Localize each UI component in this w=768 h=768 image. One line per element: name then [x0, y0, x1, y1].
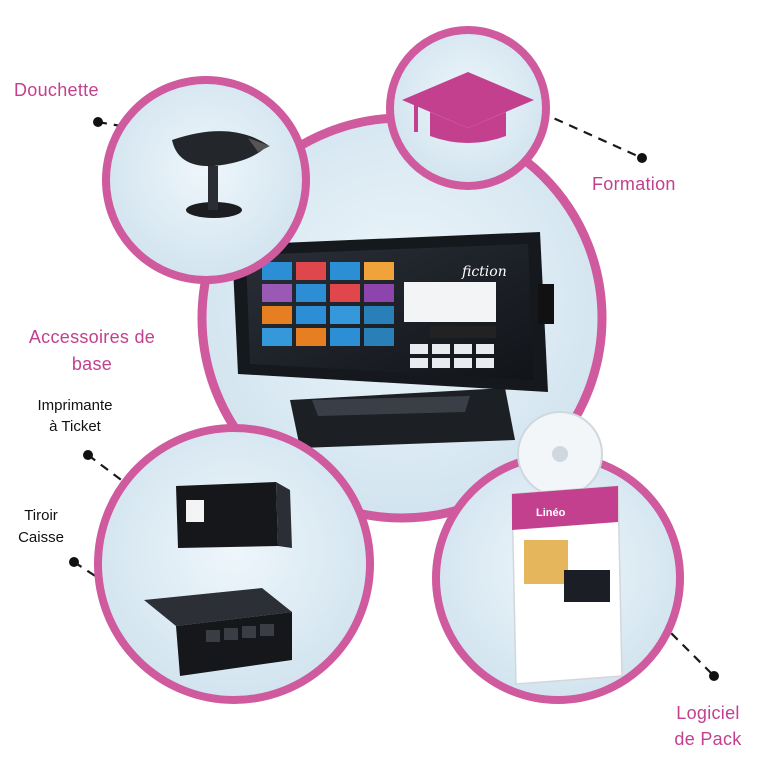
label-logiciel: Logiciel de Pack: [660, 700, 756, 752]
box-brand: Linéo: [536, 507, 566, 519]
label-logiciel-line2: de Pack: [674, 729, 742, 749]
label-tiroir-line1: Tiroir: [24, 507, 58, 524]
accessories-circle: [94, 424, 374, 704]
label-accessoires-line2: base: [71, 354, 113, 374]
label-formation: Formation: [592, 174, 676, 194]
label-imprimante: Imprimante à Ticket: [12, 395, 138, 437]
label-accessoires-line1: Accessoires de: [28, 327, 156, 347]
scanner-circle: [102, 76, 310, 284]
label-logiciel-line1: Logiciel: [676, 703, 740, 723]
label-imprimante-line2: à Ticket: [49, 418, 101, 435]
label-tiroir: Tiroir Caisse: [10, 505, 72, 549]
cash-drawer: [144, 588, 292, 676]
label-douchette: Douchette: [14, 80, 99, 100]
label-imprimante-line1: Imprimante: [37, 397, 113, 414]
label-tiroir-line2: Caisse: [18, 529, 64, 546]
leader-dots: [69, 117, 719, 681]
pos-terminal: fiction: [232, 232, 554, 448]
monitor-brand: fiction: [461, 264, 507, 280]
barcode-scanner: [172, 131, 270, 218]
label-accessoires: Accessoires de base: [8, 324, 176, 378]
graduation-cap-icon: [402, 72, 534, 143]
receipt-printer: [176, 482, 292, 548]
software-box: Linéo: [511, 411, 623, 685]
